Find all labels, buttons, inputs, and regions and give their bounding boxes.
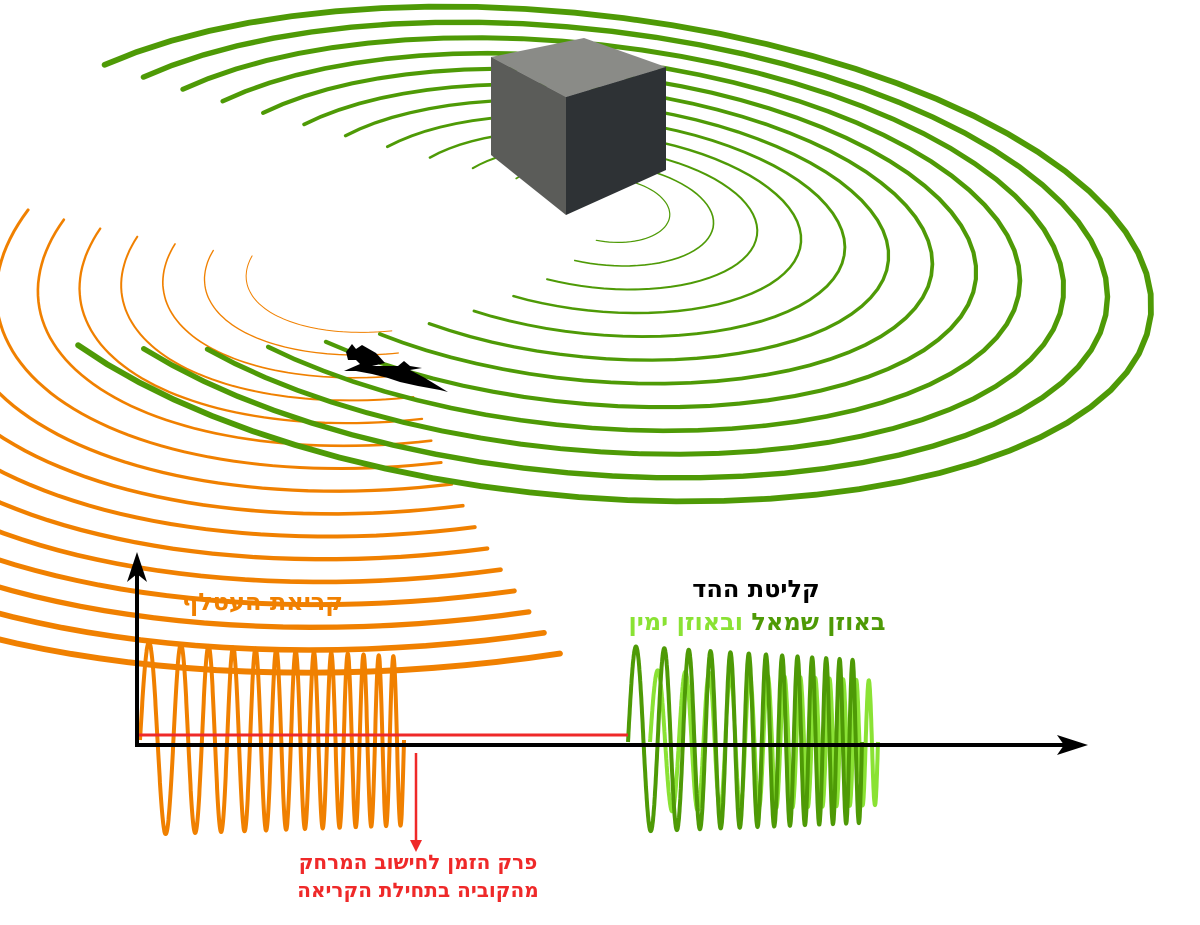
echo-wavefront bbox=[180, 35, 1066, 457]
call-wavefront bbox=[0, 391, 454, 493]
time-gap-caption-line-1: פרק הזמן לחישוב המרחק bbox=[298, 850, 538, 874]
time-gap-caption: פרק הזמן לחישוב המרחק מהקוביה בתחילת הקר… bbox=[283, 848, 553, 904]
echo-ears-caption: באוזן שמאל ובאוזן ימין bbox=[612, 608, 902, 636]
signal-plot bbox=[127, 552, 1088, 852]
cube-object bbox=[491, 38, 666, 215]
cube-top-face bbox=[491, 38, 666, 97]
gap-arrow bbox=[410, 753, 422, 852]
cube-left-face bbox=[491, 57, 566, 215]
y-axis-arrowhead bbox=[127, 552, 147, 582]
echo-wavefront bbox=[75, 3, 1154, 505]
bat-icon bbox=[344, 344, 448, 392]
echo-reception-title: קליטת ההד bbox=[692, 575, 820, 603]
call-wavefront bbox=[203, 249, 399, 356]
call-wavefront bbox=[0, 468, 477, 539]
call-wavefront bbox=[0, 433, 465, 516]
call-wavefront bbox=[0, 584, 532, 630]
cube-right-face bbox=[566, 67, 666, 215]
call-wavefront bbox=[0, 500, 490, 562]
bat-call-wavefronts bbox=[0, 208, 563, 676]
call-wavefront bbox=[0, 610, 547, 653]
echo-left-wave-path bbox=[626, 644, 864, 834]
echo-left-ear-waveform bbox=[626, 644, 864, 834]
call-wavefront bbox=[0, 529, 503, 585]
right-ear-label: באוזן ימין bbox=[628, 608, 735, 636]
time-gap-caption-line-2: מהקוביה בתחילת הקריאה bbox=[297, 878, 539, 902]
call-wavefront bbox=[245, 255, 393, 333]
echo-wavefront bbox=[140, 19, 1111, 481]
x-axis-arrowhead bbox=[1057, 735, 1088, 755]
bat-call-waveform bbox=[138, 640, 406, 836]
call-wavefront bbox=[0, 636, 563, 676]
call-wavefront bbox=[0, 557, 517, 608]
left-ear-label: באוזן שמאל bbox=[751, 608, 886, 636]
call-wavefront bbox=[161, 243, 407, 379]
bat-call-wave-path bbox=[138, 640, 406, 836]
ear-joiner-label: ו bbox=[734, 608, 752, 636]
call-wavefront bbox=[36, 218, 433, 448]
bat-call-label: קריאת העטלף bbox=[182, 588, 343, 616]
call-wavefront bbox=[0, 208, 443, 470]
